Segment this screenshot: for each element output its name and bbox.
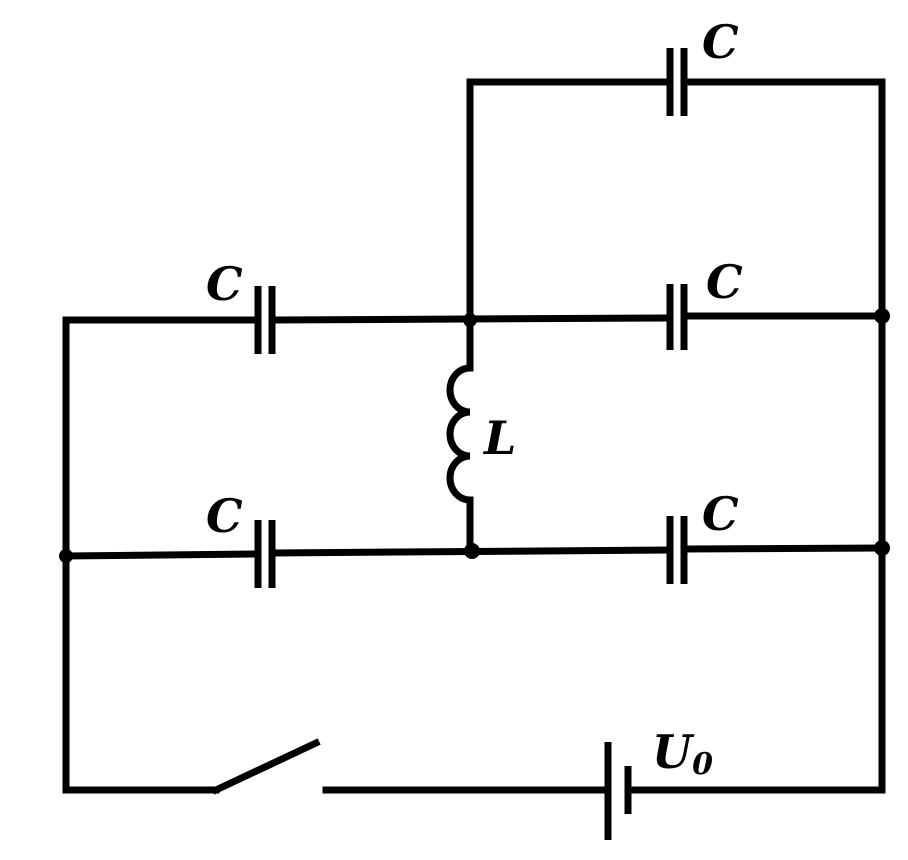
label-cap-upper-right: C xyxy=(706,255,743,309)
junction-lower-left xyxy=(59,549,73,563)
label-cap-lower-right: C xyxy=(702,487,739,541)
capacitor-upper-left xyxy=(254,286,276,354)
label-source-main: U xyxy=(652,725,695,779)
label-cap-lower-left: C xyxy=(206,489,243,543)
capacitor-lower-left xyxy=(254,520,276,588)
capacitor-top xyxy=(666,48,688,116)
wire-upper-row xyxy=(62,312,886,560)
switch-open xyxy=(211,738,321,795)
junction-upper-right xyxy=(874,308,890,324)
junction-upper-middle xyxy=(463,313,477,327)
battery-source xyxy=(604,742,632,840)
junction-lower-middle xyxy=(464,543,480,559)
junction-lower-right xyxy=(874,540,890,556)
label-inductor: L xyxy=(482,411,516,465)
label-cap-upper-left: C xyxy=(206,257,243,311)
label-source-sub: 0 xyxy=(692,747,713,782)
capacitor-lower-right xyxy=(666,516,688,584)
capacitor-upper-right xyxy=(666,284,688,350)
label-source: U0 xyxy=(652,725,713,782)
wire-bottom-loop xyxy=(62,552,886,794)
label-cap-top: C xyxy=(702,15,739,69)
junction-dots xyxy=(59,308,890,563)
inductor-L xyxy=(446,316,474,554)
wire-top-branch xyxy=(466,78,886,322)
